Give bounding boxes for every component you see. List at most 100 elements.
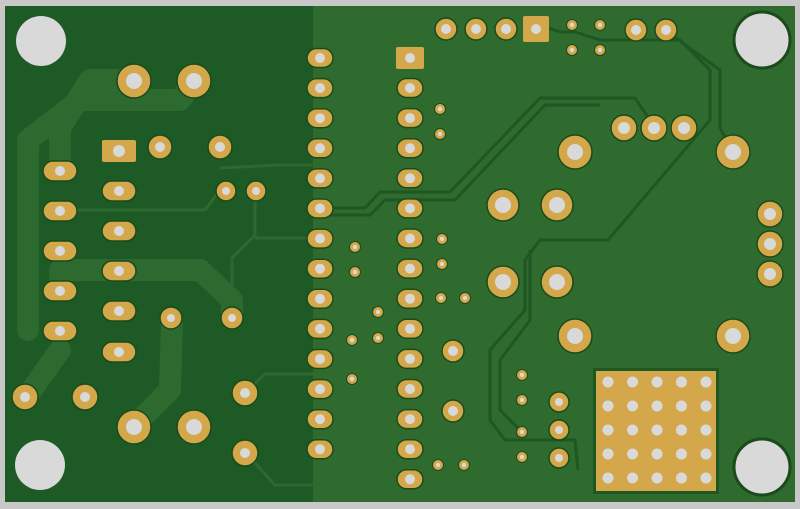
mounting-hole-bottom-left [15,440,65,490]
connector-pad-inner [101,260,137,282]
dip-right-pin [396,469,424,490]
via [436,258,448,270]
dip-left-pin [306,318,334,340]
via [594,19,606,31]
square-pads [102,16,549,162]
via [566,19,578,31]
dip-left-pin [306,348,334,370]
dip-left-pin [306,258,334,279]
dip-header-left [306,47,334,460]
via [458,459,470,471]
via [566,44,578,56]
dip-right-pin [396,288,424,309]
through-hole-pad [756,230,784,258]
through-hole-pad [715,318,751,354]
connector-pad-outer [42,240,78,262]
dip-right-pin [396,318,424,340]
qfn-thermal-via [651,472,663,484]
through-hole-pad [231,379,259,407]
qfn-thermal-via [700,448,712,460]
qfn-thermal-via [676,448,687,460]
through-hole-pad [220,306,244,330]
through-hole-pad [494,17,518,41]
via [435,292,447,304]
dip-right-pin [396,198,424,219]
qfn-thermal-via [602,424,614,436]
through-hole-pad [624,18,648,42]
dip-right-pin [396,137,424,159]
qfn-thermal-via [627,424,638,436]
dip-right-pin [396,348,424,370]
dip-left-pin [306,47,334,69]
via [432,459,444,471]
dip-left-pin [306,168,334,189]
dip-left-pin [306,198,334,219]
dip-left-pin [306,77,334,99]
dip-header-right [396,77,424,490]
qfn-thermal-via [700,424,712,436]
through-hole-pad [486,265,520,299]
through-hole-pad [557,318,593,354]
dip-left-pin [306,378,334,400]
via [436,233,448,245]
dip-right-pin [396,77,424,99]
via [594,44,606,56]
qfn-thermal-via [627,400,638,412]
through-hole-pad [670,114,698,142]
through-hole-pad [548,447,570,469]
qfn-thermal-via [651,400,663,412]
qfn-thermal-via [602,400,614,412]
dip-left-pin [306,439,334,460]
through-hole-pad [231,439,259,467]
dip-right-pin [396,258,424,279]
through-hole-pad [11,383,39,411]
mounting-holes [15,10,792,497]
through-hole-pad [640,114,668,142]
mounting-hole-top-left [16,16,66,66]
through-hole-pad [434,17,458,41]
vias [346,19,606,471]
dip-left-pin [306,288,334,310]
through-hole-pad [441,339,465,363]
via [516,426,528,438]
connector-oval-pads [42,160,137,363]
via [346,334,358,346]
connector-pad-outer [42,160,78,182]
dip-left-pin [306,107,334,129]
connector-pad-inner [101,220,137,242]
via [349,266,361,278]
qfn-thermal-pad [593,368,719,494]
qfn-thermal-via [700,376,712,388]
connector-pad-inner [101,300,137,322]
dip-right-pin [396,107,424,129]
via [346,373,358,385]
qfn-thermal-via [676,472,687,484]
through-hole-pad [654,18,678,42]
connector-pad-outer [42,320,78,342]
via [349,241,361,253]
dip-right-pin [396,168,424,189]
qfn-thermal-via [676,400,687,412]
qfn-thermal-via [602,376,614,388]
dip-left-pin [306,228,334,249]
through-hole-pad [71,383,99,411]
through-hole-pad [540,265,574,299]
through-hole-pad [245,180,267,202]
through-hole-pad [610,114,638,142]
through-hole-pad [147,134,173,160]
connector-pad-outer [42,280,78,302]
via [516,394,528,406]
dip-left-pin [306,408,334,430]
through-hole-pad [207,134,233,160]
through-hole-pad [557,134,593,170]
traces-right [320,23,734,471]
through-hole-pad [540,188,574,222]
via [516,451,528,463]
dip-right-pin [396,408,424,430]
qfn-thermal-via [676,376,687,388]
mounting-hole-bottom-right [732,437,792,497]
through-hole-pad [215,180,237,202]
dip-right-pin [396,438,424,460]
connector-pad-inner [101,180,137,202]
